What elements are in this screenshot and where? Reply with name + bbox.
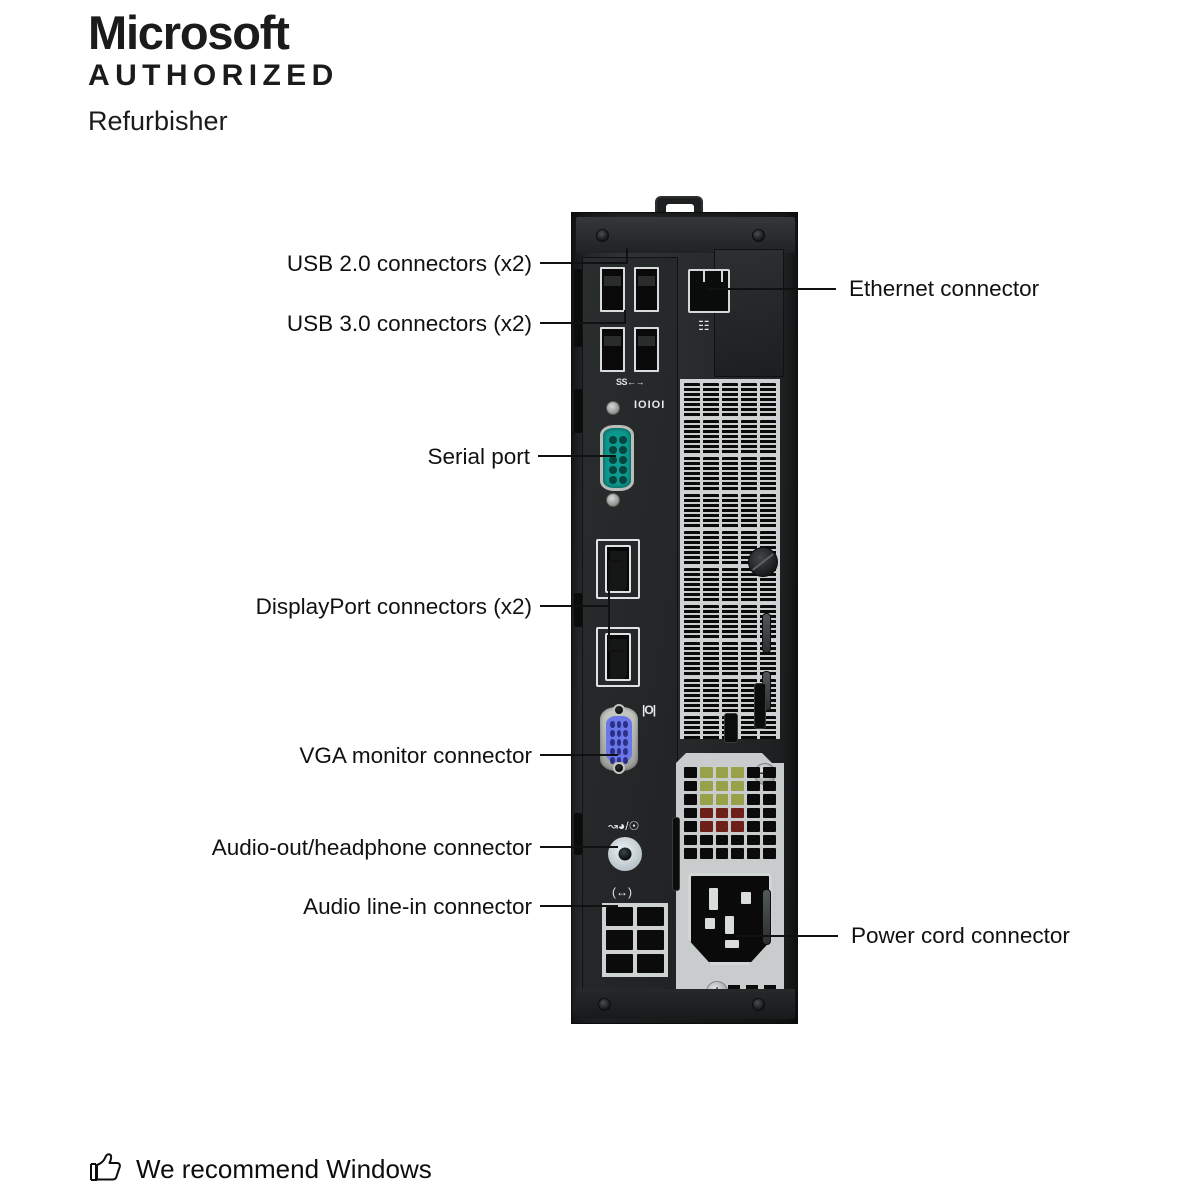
callout-label-displayport: DisplayPort connectors (x2) [255,594,532,619]
chassis-slot [724,713,738,743]
chassis-slot [672,817,680,891]
serial-screw [606,493,620,507]
screw-hole [752,998,765,1011]
vga-pins [610,721,628,764]
leader-line-usb-2-0-vertical [626,248,628,264]
leader-line-vga [540,754,618,756]
latch-handle[interactable] [762,889,771,945]
displayport-frame [596,539,640,599]
leader-line-displayport-bottom [608,650,622,652]
headphone-icon: ↝◕/☉ [608,819,640,833]
screw-hole [596,229,609,242]
chassis-slot [754,683,766,729]
serial-pins [609,436,627,484]
footer: We recommend Windows [88,1152,432,1187]
lower-ventilation-grille [602,903,668,977]
screw-hole [598,998,611,1011]
thumbs-up-icon [88,1152,122,1187]
line-in-icon: (↔) [612,885,632,899]
chassis-edge-slot [574,593,582,627]
latch-handle[interactable] [762,613,771,653]
leader-line-usb-2-0 [540,262,628,264]
serial-port[interactable] [600,425,634,491]
leader-line-usb-3-0 [540,322,626,324]
chassis-edge-slot [574,269,582,347]
serial-port-icon: IOIOI [634,399,666,411]
power-supply-module [676,753,784,1005]
footer-text: We recommend Windows [136,1154,432,1184]
usb-2-0-port[interactable] [600,267,625,312]
leader-line-displayport [540,605,610,607]
callout-label-line-in: Audio line-in connector [303,894,532,919]
serial-screw [606,401,620,415]
brand-microsoft: Microsoft [88,6,290,59]
usb-2-0-port[interactable] [634,267,659,312]
jack-hole [618,847,632,861]
network-icon: ☷ [698,318,710,333]
monitor-icon: |O| [642,703,656,717]
vga-screw [613,762,625,774]
audio-out-jack[interactable] [608,837,642,871]
brand-refurbisher: Refurbisher [88,105,228,136]
callout-label-usb-2-0: USB 2.0 connectors (x2) [286,251,532,276]
callout-label-usb-3-0: USB 3.0 connectors (x2) [286,311,532,336]
leader-line-ethernet [706,288,836,290]
microsoft-authorized-refurbisher-badge: Microsoft AUTHORIZED Refurbisher [88,8,339,137]
superspeed-usb-icon: SS←→ [616,377,645,387]
chassis-edge-slot [574,389,582,433]
callout-label-vga: VGA monitor connector [299,743,532,768]
callout-label-audio-out: Audio-out/headphone connector [211,835,532,860]
leader-line-displayport-vertical [608,560,610,652]
brand-authorized: AUTHORIZED [88,59,339,93]
leader-line-power-cord [735,935,838,937]
callout-label-ethernet: Ethernet connector [849,276,1040,301]
leader-line-usb-3-0-vertical [624,310,626,324]
leader-line-displayport-top [608,560,622,562]
leader-line-line-in [540,905,618,907]
ethernet-port[interactable] [688,269,730,313]
vga-port[interactable] [600,704,638,774]
chassis-edge-slot [574,813,582,855]
computer-rear-panel: SS←→ ☷ IOIOI |O| [571,212,798,1024]
usb-3-0-port[interactable] [634,327,659,372]
vga-screw [613,704,625,716]
screw-hole [752,229,765,242]
callout-label-power-cord: Power cord connector [851,923,1070,948]
callout-label-serial-port: Serial port [427,444,530,469]
displayport-frame [596,627,640,687]
leader-line-audio-out [540,846,618,848]
psu-ventilation-grid [684,767,776,859]
power-cord-connector[interactable] [688,873,772,965]
chassis-thumbscrew[interactable] [748,547,778,577]
leader-line-serial-port [538,455,616,457]
usb-3-0-port[interactable] [600,327,625,372]
